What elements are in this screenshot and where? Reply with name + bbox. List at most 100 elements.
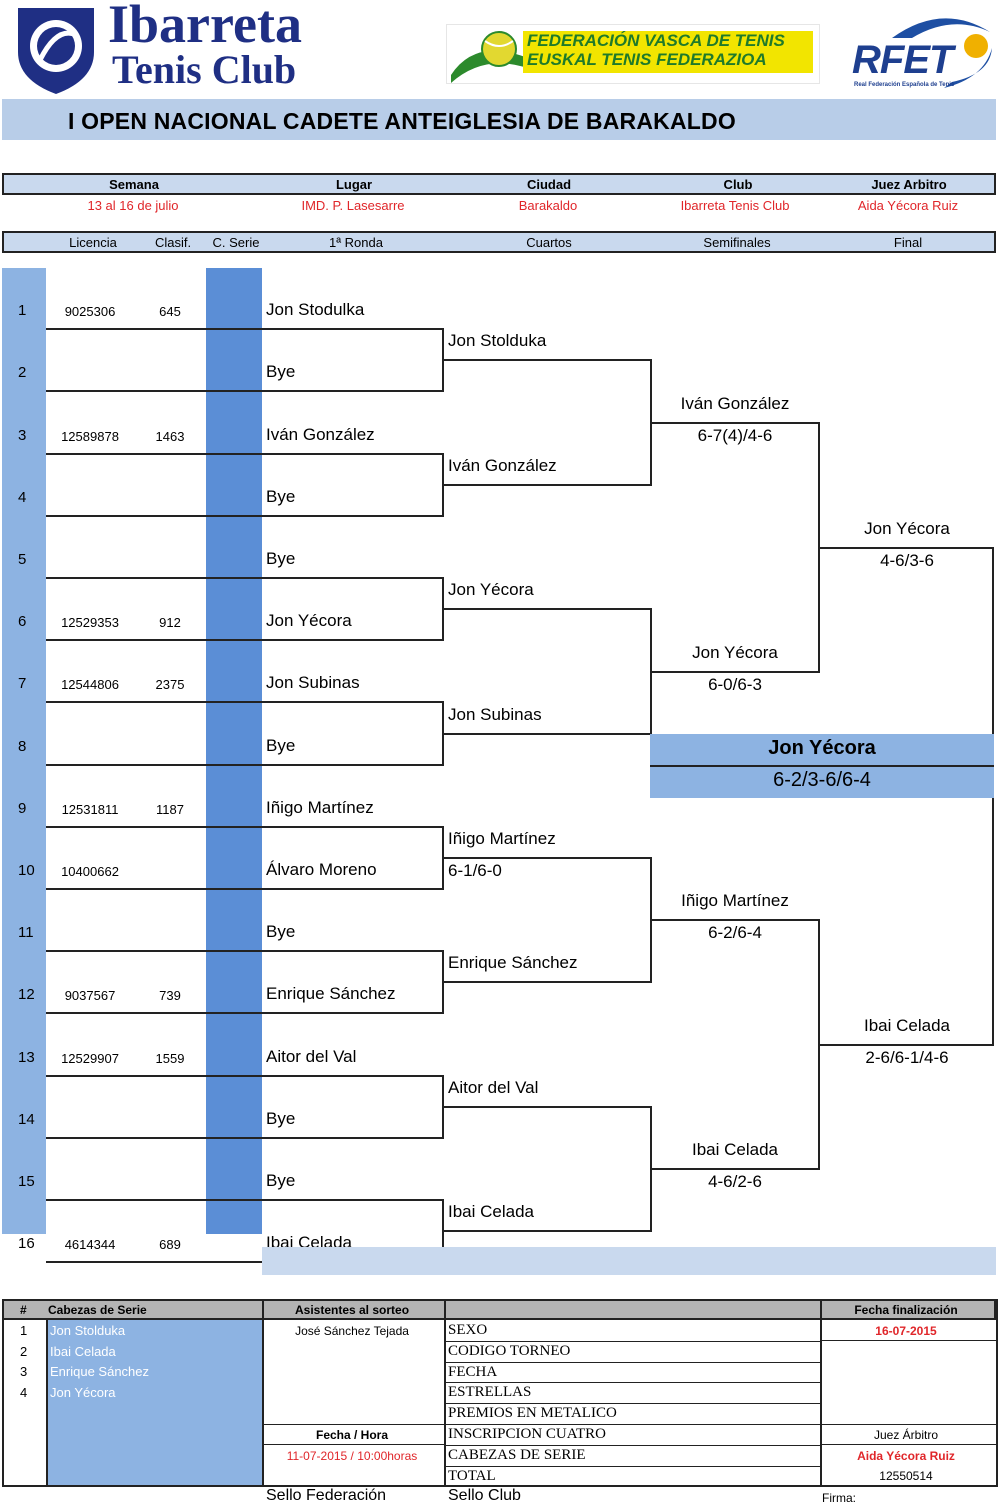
first-round-line [46, 950, 444, 952]
semi-player: Ibai Celada [691, 1140, 779, 1159]
quarter-score: 6-1/6-0 [448, 861, 502, 880]
finalist-score: 4-6/3-6 [880, 551, 934, 570]
table-gridline [820, 1320, 822, 1486]
quarter-line [444, 981, 652, 983]
quarter-player: Enrique Sánchez [448, 953, 578, 972]
first-round-line [46, 1012, 444, 1014]
first-round-player: Enrique Sánchez [266, 984, 396, 1003]
rfet-acronym: RFET [852, 38, 953, 82]
entry-license: 12529353 [61, 615, 119, 630]
first-round-player: Jon Subinas [266, 673, 360, 692]
seed-column [206, 268, 262, 1234]
quarter-player: Iván González [448, 456, 557, 475]
table-gridline [444, 1362, 820, 1363]
page-title: I OPEN NACIONAL CADETE ANTEIGLESIA DE BA… [68, 108, 736, 134]
col-final: Final [893, 235, 923, 250]
first-round-player: Bye [266, 549, 296, 568]
draw-slot-number: 10 [18, 862, 35, 879]
quarter-line [444, 1230, 652, 1232]
draw-slot-number: 5 [18, 551, 27, 568]
table-gridline [820, 1299, 822, 1320]
bracket-connector [650, 1106, 652, 1232]
draw-slot-number: 9 [18, 800, 27, 817]
entry-license: 9025306 [64, 304, 116, 319]
entry-ranking: 2375 [155, 677, 185, 692]
entry-license: 4614344 [64, 1237, 116, 1252]
fvt-name-es: FEDERACIÓN VASCA DE TENIS [527, 31, 785, 50]
first-round-player: Álvaro Moreno [266, 860, 377, 879]
draw-slot-number: 16 [18, 1235, 35, 1252]
table-gridline [262, 1320, 264, 1486]
draw-slot-number: 6 [18, 613, 27, 630]
table-gridline [820, 1424, 996, 1425]
info-row-label: PREMIOS EN METALICO [448, 1405, 617, 1422]
finalist-name: Ibai Celada [863, 1016, 951, 1035]
header-club: Club [723, 177, 753, 192]
fvt-logo: FEDERACIÓN VASCA DE TENIS EUSKAL TENIS F… [446, 24, 820, 84]
draw-slot-number: 14 [18, 1111, 35, 1128]
fvt-name-eu: EUSKAL TENIS FEDERAZIOA [527, 50, 767, 69]
fecha-hora-value: 11-07-2015 / 10:00horas [286, 1449, 418, 1463]
attendee-name: José Sánchez Tejada [295, 1324, 409, 1338]
quarter-player: Jon Subinas [448, 705, 542, 724]
seed-list [46, 1320, 262, 1486]
quarter-line [444, 484, 652, 486]
quarter-line [444, 857, 652, 859]
table-gridline [444, 1445, 820, 1446]
info-row-label: CODIGO TORNEO [448, 1342, 571, 1359]
first-round-line [46, 515, 444, 517]
header-juez: Juez Arbitro [871, 177, 947, 192]
quarter-line [444, 733, 652, 735]
col-clasif: Clasif. [154, 235, 192, 250]
table-gridline [262, 1299, 264, 1320]
bracket-connector [442, 1199, 444, 1263]
bracket-connector [442, 328, 444, 392]
value-ciudad: Barakaldo [518, 198, 578, 213]
champion-divider [650, 765, 994, 767]
entry-license: 10400662 [61, 864, 119, 879]
col-licencia: Licencia [69, 235, 117, 250]
bracket-connector [442, 577, 444, 641]
bracket-connector [650, 359, 652, 486]
seed-name: Enrique Sánchez [50, 1364, 150, 1380]
quarter-player: Jon Yécora [448, 580, 534, 599]
col-serie: C. Serie [212, 235, 260, 250]
fecha-hora-label: Fecha / Hora [315, 1428, 389, 1442]
header-ciudad: Ciudad [526, 177, 572, 192]
entry-ranking: 1463 [155, 429, 185, 444]
semi-player: Iñigo Martínez [681, 891, 789, 910]
info-row-label: INSCRIPCION CUATRO [448, 1426, 606, 1442]
draw-slot-number: 4 [18, 489, 27, 506]
draw-slot-number: 12 [18, 986, 35, 1003]
semi-score: 6-7(4)/4-6 [697, 426, 773, 445]
draw-slot-number: 2 [18, 364, 27, 381]
first-round-line [46, 639, 444, 641]
first-round-player: Bye [266, 736, 296, 755]
semi-line [652, 671, 820, 673]
table-gridline [262, 1444, 444, 1445]
semi-line [652, 1168, 820, 1170]
entry-license: 12589878 [61, 429, 119, 444]
info-row-label: TOTAL [448, 1467, 496, 1484]
draw-slot-number: 8 [18, 738, 27, 755]
bracket-connector [818, 919, 820, 1170]
quarter-player: Iñigo Martínez [448, 829, 556, 848]
table-gridline [444, 1403, 820, 1404]
table-gridline [996, 1299, 998, 1486]
seed-name: Jon Yécora [50, 1385, 116, 1401]
first-round-line [46, 577, 444, 579]
first-round-line [46, 1075, 444, 1077]
seed-name: Ibai Celada [50, 1343, 116, 1359]
sello-club: Sello Club [448, 1487, 521, 1504]
tournament-info-header: Semana Lugar Ciudad Club Juez Arbitro [2, 173, 996, 195]
bottom-header-end-date: Fecha finalización [854, 1303, 958, 1317]
first-round-player: Bye [266, 922, 296, 941]
juez-license: 12550514 [879, 1469, 933, 1483]
col-cuartos: Cuartos [526, 235, 572, 250]
first-round-line [46, 1137, 444, 1139]
seed-index: 1 [20, 1323, 28, 1338]
quarter-player: Ibai Celada [448, 1202, 535, 1221]
semi-score: 4-6/2-6 [708, 1172, 762, 1191]
first-round-line [46, 888, 444, 890]
semi-line [652, 919, 820, 921]
